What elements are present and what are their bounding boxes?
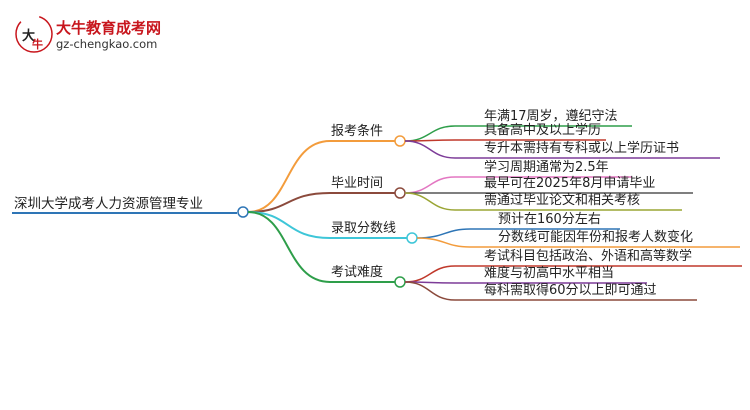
leaf-label-1-1: 年满17周岁，遵纪守法 (484, 109, 618, 124)
branch-label-1: 报考条件 (331, 124, 384, 139)
leaf-curve-2-3 (404, 192, 682, 211)
leaf-curve-4-3 (404, 281, 697, 301)
branch-node-1 (394, 135, 406, 147)
branch-label-2: 毕业时间 (331, 176, 384, 191)
branch-label-4: 考试难度 (331, 265, 384, 280)
branch-node-4 (394, 276, 406, 288)
leaf-label-2-3: 需通过毕业论文和相关考核 (484, 193, 641, 208)
leaf-curve-3-2 (416, 237, 740, 248)
svg-text:牛: 牛 (32, 37, 43, 51)
leaf-label-4-3: 每科需取得60分以上即可通过 (484, 283, 657, 298)
root-node (237, 206, 249, 218)
branch-node-2 (394, 187, 406, 199)
leaf-label-4-2: 难度与初高中水平相当 (484, 266, 615, 281)
branch-curve-3 (247, 211, 412, 239)
leaf-curve-1-3 (404, 140, 720, 159)
site-logo[interactable]: 大 牛 大牛教育成考网 gz-chengkao.com (14, 14, 164, 54)
leaf-label-3-2: 分数线可能因年份和报考人数变化 (498, 230, 694, 245)
leaf-label-2-2: 最早可在2025年8月申请毕业 (484, 176, 656, 191)
leaf-label-4-1: 考试科目包括政治、外语和高等数学 (484, 249, 693, 264)
leaf-label-2-1: 学习周期通常为2.5年 (484, 160, 609, 175)
branch-curve-4 (247, 211, 400, 283)
leaf-label-1-3: 专升本需持有专科或以上学历证书 (484, 141, 680, 156)
logo-url: gz-chengkao.com (56, 37, 158, 51)
branch-node-3 (406, 232, 418, 244)
branch-label-3: 录取分数线 (331, 221, 397, 236)
bull-logo-icon: 大 牛 (15, 15, 53, 53)
leaf-label-3-1: 预计在160分左右 (498, 212, 601, 227)
root-label: 深圳大学成考人力资源管理专业 (14, 196, 203, 212)
branch-curve-1 (247, 140, 400, 213)
svg-text:大: 大 (22, 28, 35, 44)
branch-curve-2 (247, 192, 400, 213)
leaf-label-1-2: 具备高中及以上学历 (484, 123, 602, 138)
logo-title: 大牛教育成考网 (56, 19, 162, 37)
